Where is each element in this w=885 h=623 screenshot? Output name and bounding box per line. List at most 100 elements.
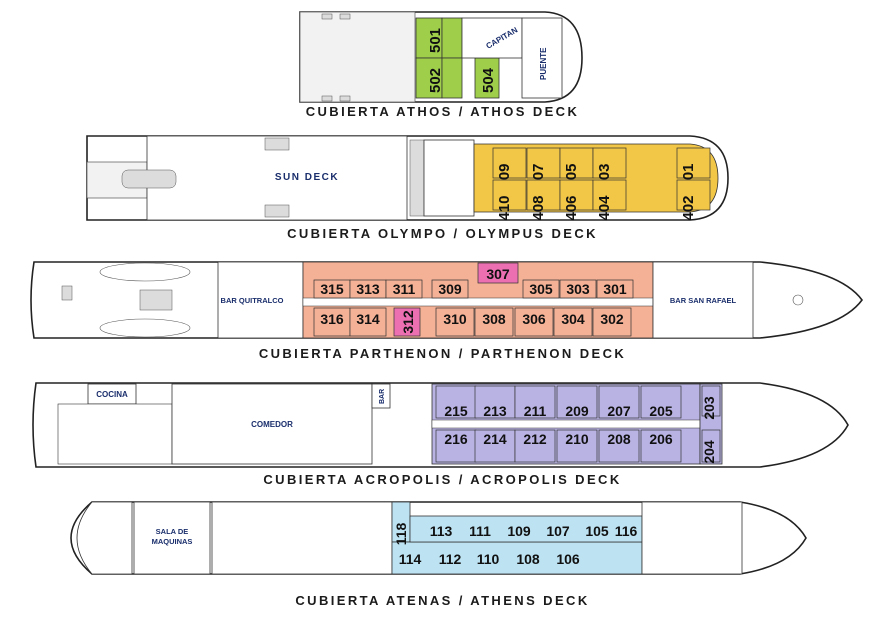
- cabin-label-111: 111: [469, 523, 491, 539]
- cabin-label-310: 310: [443, 311, 467, 327]
- cabin-304[interactable]: [553, 307, 593, 337]
- cabin-210[interactable]: [556, 429, 598, 463]
- cabin-309[interactable]: [431, 279, 469, 299]
- cabin-label-316: 316: [320, 311, 344, 327]
- cabin-409[interactable]: [492, 147, 527, 179]
- cabin-215[interactable]: [435, 385, 477, 419]
- cabin-label-304: 304: [561, 311, 585, 327]
- cabin-label-402: 402: [680, 195, 697, 220]
- cabin-502[interactable]: [415, 57, 443, 99]
- cabin-504[interactable]: [474, 57, 500, 99]
- cabin-label-118: 118: [393, 522, 409, 545]
- cabin-305[interactable]: [522, 279, 560, 299]
- athens-crew-area: [211, 501, 393, 575]
- deck-title-athos: CUBIERTA ATHOS / ATHOS DECK: [305, 104, 580, 119]
- cabin-501-bath: [441, 17, 463, 59]
- cabin-307[interactable]: [477, 262, 519, 284]
- engine-room-label-2: MAQUINAS: [152, 537, 193, 546]
- cabin-311[interactable]: [385, 279, 423, 299]
- acropolis-bar: [371, 383, 391, 409]
- cabin-label-206: 206: [649, 431, 673, 447]
- cabin-314[interactable]: [349, 307, 387, 337]
- cabin-label-112: 112: [439, 551, 462, 567]
- cabin-206[interactable]: [640, 429, 682, 463]
- cabin-216[interactable]: [435, 429, 477, 463]
- bridge-label: PUENTE: [539, 47, 548, 80]
- cabin-label-302: 302: [600, 311, 624, 327]
- cabin-label-215: 215: [444, 403, 468, 419]
- cabin-label-108: 108: [516, 551, 540, 567]
- cabin-label-504: 504: [480, 67, 497, 93]
- captain-cabin: [461, 17, 523, 59]
- cabin-403[interactable]: [592, 147, 627, 179]
- cabin-203[interactable]: [701, 385, 721, 417]
- acropolis-bar-label: BAR: [379, 389, 386, 404]
- cabin-label-404: 404: [596, 195, 613, 221]
- olympus-lobby: [423, 139, 475, 217]
- cabin-label-212: 212: [523, 431, 547, 447]
- cabin-label-312: 312: [400, 310, 416, 334]
- athos-open-deck: [299, 11, 416, 103]
- lifeboat-port: [99, 262, 191, 282]
- cabin-label-501: 501: [427, 28, 444, 53]
- athos-deck: 501 502 504 CAPITAN PUENTE: [299, 11, 583, 103]
- cabin-208[interactable]: [598, 429, 640, 463]
- bridge: [521, 17, 563, 99]
- cabin-label-114: 114: [399, 551, 422, 567]
- cabin-label-214: 214: [483, 431, 507, 447]
- deck-title-athens: CUBIERTA ATENAS / ATHENS DECK: [295, 593, 590, 608]
- cabin-label-208: 208: [607, 431, 631, 447]
- cabin-301[interactable]: [596, 279, 634, 299]
- cabin-label-406: 406: [563, 195, 580, 220]
- cabin-303[interactable]: [559, 279, 597, 299]
- cabin-302[interactable]: [592, 307, 632, 337]
- cabin-label-313: 313: [356, 281, 380, 297]
- cabin-label-307: 307: [486, 266, 510, 282]
- cabin-label-211: 211: [524, 403, 547, 419]
- cabin-310[interactable]: [435, 307, 475, 337]
- cabin-label-207: 207: [607, 403, 631, 419]
- cabin-205[interactable]: [640, 385, 682, 419]
- cabin-label-311: 311: [393, 281, 416, 297]
- cabin-407[interactable]: [526, 147, 561, 179]
- cabin-401[interactable]: [676, 147, 711, 179]
- cabin-label-105: 105: [585, 523, 609, 539]
- deck-title-acropolis: CUBIERTA ACROPOLIS / ACROPOLIS DECK: [263, 472, 622, 487]
- cabin-211[interactable]: [514, 385, 556, 419]
- cabin-209[interactable]: [556, 385, 598, 419]
- cabin-label-113: 113: [430, 523, 453, 539]
- cabin-label-107: 107: [546, 523, 570, 539]
- cabin-306[interactable]: [514, 307, 554, 337]
- cabin-404[interactable]: [592, 179, 627, 211]
- cabin-312[interactable]: [393, 307, 421, 337]
- cabin-label-305: 305: [529, 281, 553, 297]
- dining-room: [171, 383, 373, 465]
- cabin-label-306: 306: [522, 311, 546, 327]
- cabin-label-203: 203: [701, 396, 717, 420]
- lifeboat-starboard: [99, 318, 191, 338]
- cabin-label-204: 204: [701, 440, 717, 464]
- cabin-label-109: 109: [507, 523, 531, 539]
- cabin-207[interactable]: [598, 385, 640, 419]
- cabin-212[interactable]: [514, 429, 556, 463]
- cabin-405[interactable]: [559, 147, 594, 179]
- cabin-204[interactable]: [701, 429, 721, 463]
- cabin-316[interactable]: [313, 307, 351, 337]
- deck-title-olympus: CUBIERTA OLYMPO / OLYMPUS DECK: [287, 226, 598, 241]
- cabin-410[interactable]: [492, 179, 527, 211]
- cabin-label-116: 116: [615, 523, 638, 539]
- cabin-502-bath: [441, 57, 463, 99]
- cabin-label-110: 110: [477, 551, 500, 567]
- cabin-label-210: 210: [565, 431, 589, 447]
- acropolis-corridor: [431, 419, 701, 429]
- athens-cabin-block-upper: [409, 515, 643, 543]
- cabin-402[interactable]: [676, 179, 711, 211]
- galley-area: [57, 403, 173, 465]
- sun-deck-pool: [121, 169, 177, 189]
- cabin-308[interactable]: [474, 307, 514, 337]
- cabin-label-314: 314: [356, 311, 380, 327]
